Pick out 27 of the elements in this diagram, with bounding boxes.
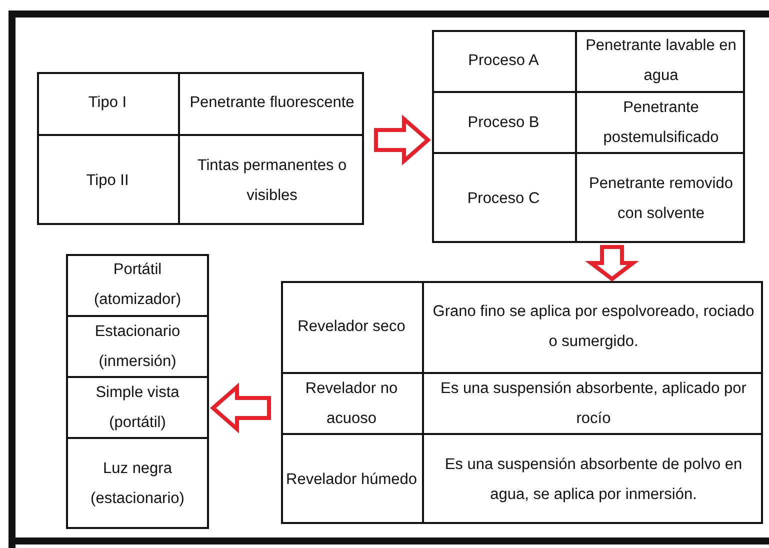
table-cell: Grano fino se aplica por espolvoreado, rociado o sumergido. xyxy=(422,281,763,372)
table xyxy=(432,30,745,243)
block-arrow xyxy=(585,245,639,282)
table-cell: Penetrante removido con solvente xyxy=(575,152,745,243)
table-cell: Simple vista (portátil) xyxy=(66,376,209,437)
table-cell: Proceso C xyxy=(432,152,575,243)
table-cell: Tipo II xyxy=(37,134,178,225)
table-cell-text: Proceso A xyxy=(467,50,540,70)
table-cell: Revelador húmedo xyxy=(281,433,422,524)
table-cell-text: Revelador seco xyxy=(296,316,406,336)
table-cell-text: Tipo I xyxy=(87,93,128,113)
table-cell: Tintas permanentes o visibles xyxy=(178,134,364,225)
table-cell: Penetrante lavable en agua xyxy=(575,30,745,91)
table-cell: Penetrante postemulsificado xyxy=(575,91,745,152)
table-cell-text: Portátil (atomizador) xyxy=(93,260,182,310)
table-cell: Proceso B xyxy=(432,91,575,152)
block-arrow xyxy=(210,382,271,434)
table xyxy=(66,254,209,529)
table-cell: Estacionario (inmersión) xyxy=(66,315,209,376)
table xyxy=(37,72,364,225)
table-cell: Luz negra (estacionario) xyxy=(66,437,209,529)
table xyxy=(281,281,763,524)
block-arrow xyxy=(374,114,432,166)
table-cell: Revelador no acuoso xyxy=(281,372,422,433)
table-cell: Es una suspensión absorbente de polvo en agua, se aplica por inmersión. xyxy=(422,433,763,524)
table-cell: Penetrante fluorescente xyxy=(178,72,364,134)
table-cell: Es una suspensión absorbente, aplicado por rocío xyxy=(422,372,763,433)
